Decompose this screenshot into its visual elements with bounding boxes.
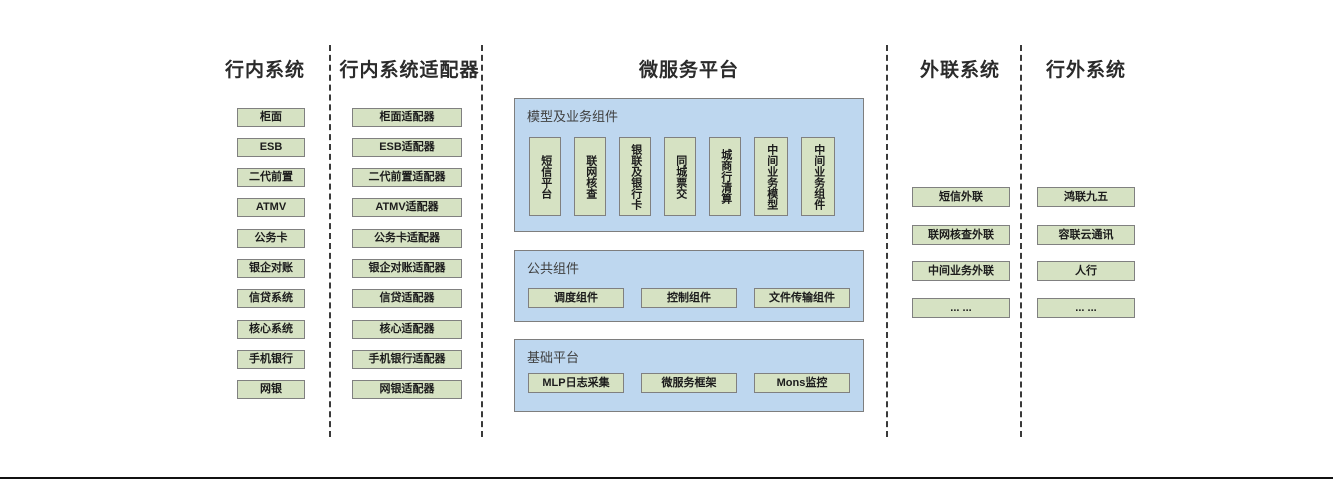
box-internal-adapter[interactable]: 核心适配器 <box>352 320 462 339</box>
panel-title-public-components: 公共组件 <box>527 261 580 276</box>
box-internal-system[interactable]: 公务卡 <box>237 229 305 248</box>
box-internal-adapter[interactable]: 信贷适配器 <box>352 289 462 308</box>
box-internal-adapter[interactable]: 银企对账适配器 <box>352 259 462 278</box>
box-internal-adapter[interactable]: 柜面适配器 <box>352 108 462 127</box>
box-public-component[interactable]: 控制组件 <box>641 288 737 308</box>
box-external-link-system[interactable]: ... ... <box>912 298 1010 318</box>
divider-1 <box>329 45 331 437</box>
box-model-component[interactable]: 中间业务组件 <box>801 137 835 216</box>
box-label: 联网核查 <box>584 154 597 199</box>
column-title-internal-adapters: 行内系统适配器 <box>339 60 480 81</box>
box-label: 短信平台 <box>539 154 552 199</box>
box-internal-system[interactable]: ESB <box>237 138 305 157</box>
box-public-component[interactable]: 调度组件 <box>528 288 624 308</box>
divider-3 <box>886 45 888 437</box>
box-model-component[interactable]: 城商行清算 <box>709 137 741 216</box>
box-outside-bank-system[interactable]: ... ... <box>1037 298 1135 318</box>
box-internal-adapter[interactable]: ESB适配器 <box>352 138 462 157</box>
box-internal-system[interactable]: 网银 <box>237 380 305 399</box>
box-external-link-system[interactable]: 短信外联 <box>912 187 1010 207</box>
box-base-platform-component[interactable]: Mons监控 <box>754 373 850 393</box>
box-internal-adapter[interactable]: 手机银行适配器 <box>352 350 462 369</box>
box-internal-system[interactable]: 核心系统 <box>237 320 305 339</box>
box-model-component[interactable]: 短信平台 <box>529 137 561 216</box>
column-title-external-link-systems: 外联系统 <box>919 60 1000 81</box>
box-label: 银联及银行卡 <box>629 143 642 210</box>
box-model-component[interactable]: 同城票交 <box>664 137 696 216</box>
box-label: 城商行清算 <box>719 149 732 204</box>
box-internal-system[interactable]: ATMV <box>237 198 305 217</box>
box-internal-system[interactable]: 手机银行 <box>237 350 305 369</box>
divider-4 <box>1020 45 1022 437</box>
box-outside-bank-system[interactable]: 人行 <box>1037 261 1135 281</box>
box-label: 中间业务模型 <box>765 143 778 210</box>
box-public-component[interactable]: 文件传输组件 <box>754 288 850 308</box>
panel-public-components: 公共组件 <box>514 250 864 322</box>
box-base-platform-component[interactable]: 微服务框架 <box>641 373 737 393</box>
box-external-link-system[interactable]: 联网核查外联 <box>912 225 1010 245</box>
box-model-component[interactable]: 中间业务模型 <box>754 137 788 216</box>
column-title-microservice-platform: 微服务平台 <box>638 60 739 81</box>
box-internal-system[interactable]: 柜面 <box>237 108 305 127</box>
box-internal-adapter[interactable]: ATMV适配器 <box>352 198 462 217</box>
box-model-component[interactable]: 银联及银行卡 <box>619 137 651 216</box>
bottom-divider-rule <box>0 477 1333 479</box>
column-title-outside-bank-systems: 行外系统 <box>1045 60 1126 81</box>
box-internal-adapter[interactable]: 公务卡适配器 <box>352 229 462 248</box>
column-title-internal-systems: 行内系统 <box>224 60 305 81</box>
box-internal-adapter[interactable]: 网银适配器 <box>352 380 462 399</box>
box-model-component[interactable]: 联网核查 <box>574 137 606 216</box>
divider-2 <box>481 45 483 437</box>
panel-title-model-business-components: 模型及业务组件 <box>527 109 619 124</box>
box-internal-adapter[interactable]: 二代前置适配器 <box>352 168 462 187</box>
box-outside-bank-system[interactable]: 鸿联九五 <box>1037 187 1135 207</box>
box-label: 中间业务组件 <box>812 143 825 210</box>
box-internal-system[interactable]: 信贷系统 <box>237 289 305 308</box>
box-external-link-system[interactable]: 中间业务外联 <box>912 261 1010 281</box>
box-base-platform-component[interactable]: MLP日志采集 <box>528 373 624 393</box>
box-internal-system[interactable]: 银企对账 <box>237 259 305 278</box>
box-label: 同城票交 <box>674 154 687 199</box>
box-outside-bank-system[interactable]: 容联云通讯 <box>1037 225 1135 245</box>
box-internal-system[interactable]: 二代前置 <box>237 168 305 187</box>
panel-title-base-platform: 基础平台 <box>527 350 580 365</box>
